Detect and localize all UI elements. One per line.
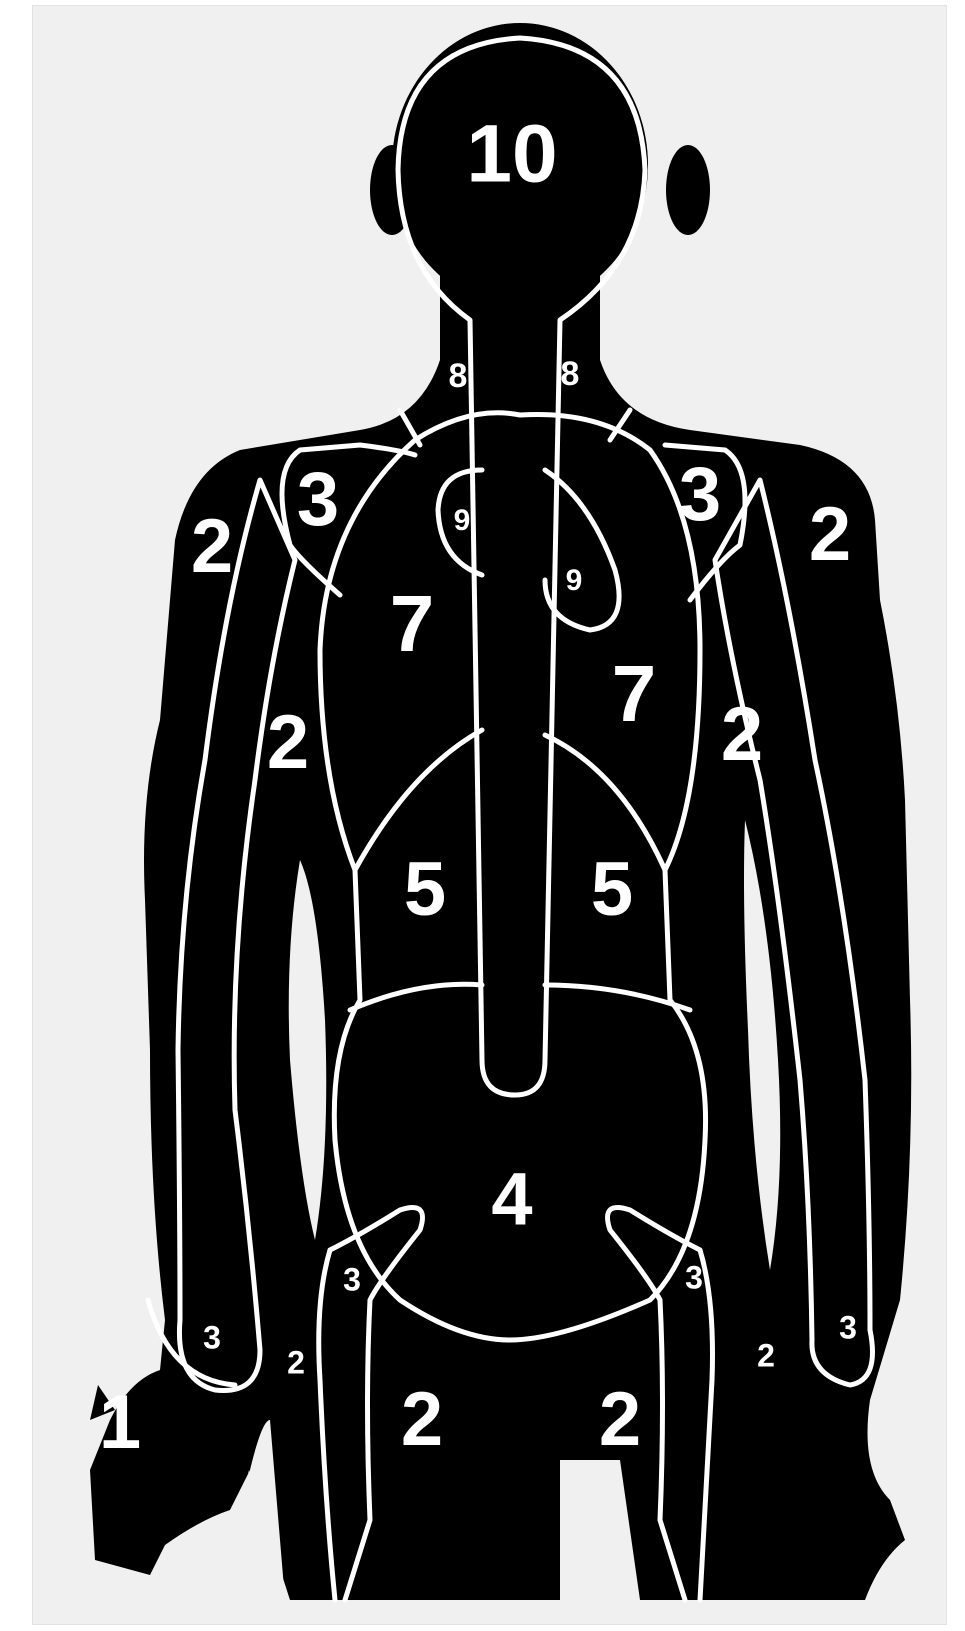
score-lung-left: 7: [390, 579, 435, 668]
silhouette-body: [90, 23, 911, 1600]
score-arm-outer-left: 2: [191, 504, 233, 589]
score-shoulder-left: 3: [297, 457, 339, 542]
score-neck-right: 8: [561, 355, 580, 393]
score-heart-right: 9: [566, 564, 583, 597]
score-liver-right: 5: [591, 847, 633, 932]
score-hand-right: 3: [839, 1309, 857, 1345]
score-arm-outer-right: 2: [809, 492, 851, 577]
score-hand-left: 3: [203, 1319, 221, 1355]
score-heart-left: 9: [454, 504, 471, 537]
score-side-left: 2: [287, 1344, 305, 1380]
score-leg-left: 2: [401, 1377, 443, 1462]
score-head: 10: [466, 109, 557, 200]
score-lung-right: 7: [612, 649, 657, 738]
score-side-right: 2: [757, 1337, 775, 1373]
score-liver-left: 5: [404, 847, 446, 932]
score-shoulder-right: 3: [679, 452, 721, 537]
score-neck-left: 8: [449, 357, 468, 395]
score-hip-right: 3: [685, 1259, 703, 1295]
score-gun-hand: 1: [99, 1380, 141, 1465]
score-arm-inner-left: 2: [267, 700, 309, 785]
score-abdomen: 4: [491, 1158, 532, 1241]
score-arm-inner-right: 2: [721, 692, 763, 777]
score-hip-left: 3: [343, 1261, 361, 1297]
score-leg-right: 2: [599, 1377, 641, 1462]
